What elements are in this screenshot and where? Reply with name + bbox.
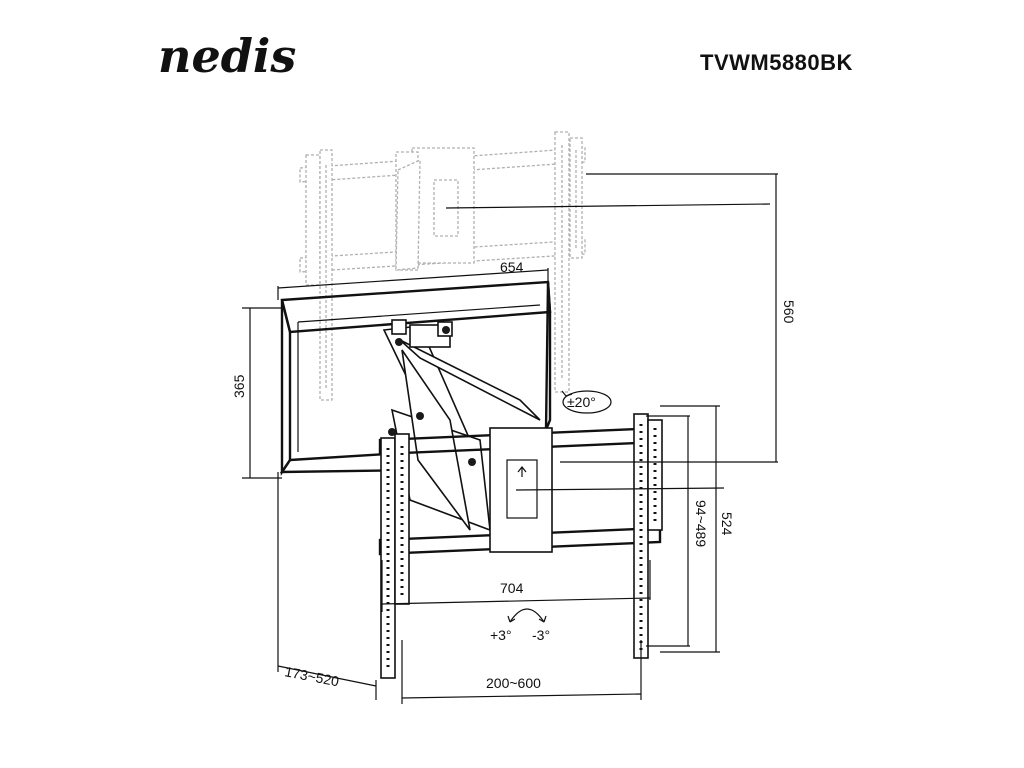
brand-logo-text: nedis bbox=[158, 30, 296, 83]
dimension-365: 365 bbox=[231, 307, 282, 479]
label-560: 560 bbox=[781, 300, 797, 324]
label-654: 654 bbox=[500, 259, 524, 275]
label-94-489: 94~489 bbox=[693, 500, 709, 547]
label-704: 704 bbox=[500, 580, 524, 596]
label-swivel: ±20° bbox=[567, 394, 596, 410]
tv-vertical-arm-right bbox=[633, 413, 663, 659]
ghost-holes-right bbox=[561, 145, 577, 380]
label-524: 524 bbox=[719, 512, 735, 536]
tilt-indicator: +3° -3° bbox=[490, 608, 550, 643]
swivel-indicator: ±20° bbox=[561, 390, 612, 414]
dimension-524: 524 bbox=[660, 405, 735, 653]
dimension-94-489: 94~489 bbox=[646, 415, 709, 647]
brand-logo: nedis bbox=[158, 29, 358, 95]
dimension-200-600: 200~600 bbox=[401, 640, 642, 704]
label-tilt-minus: -3° bbox=[532, 627, 550, 643]
label-173-520: 173~520 bbox=[283, 663, 340, 689]
label-tilt-plus: +3° bbox=[490, 627, 512, 643]
articulating-arm bbox=[382, 319, 541, 532]
tv-vertical-arm-left bbox=[380, 433, 410, 679]
arm-holes bbox=[386, 424, 657, 670]
ghost-retracted-bracket bbox=[299, 131, 586, 401]
dimension-560: 560 bbox=[445, 173, 797, 491]
dimension-704: 704 bbox=[381, 560, 651, 612]
label-365: 365 bbox=[231, 374, 247, 398]
dimension-654: 654 bbox=[277, 259, 549, 300]
dimension-173-520: 173~520 bbox=[277, 472, 377, 700]
label-200-600: 200~600 bbox=[486, 675, 541, 691]
wall-plate-frame bbox=[279, 280, 552, 476]
model-number: TVWM5880BK bbox=[700, 50, 853, 75]
